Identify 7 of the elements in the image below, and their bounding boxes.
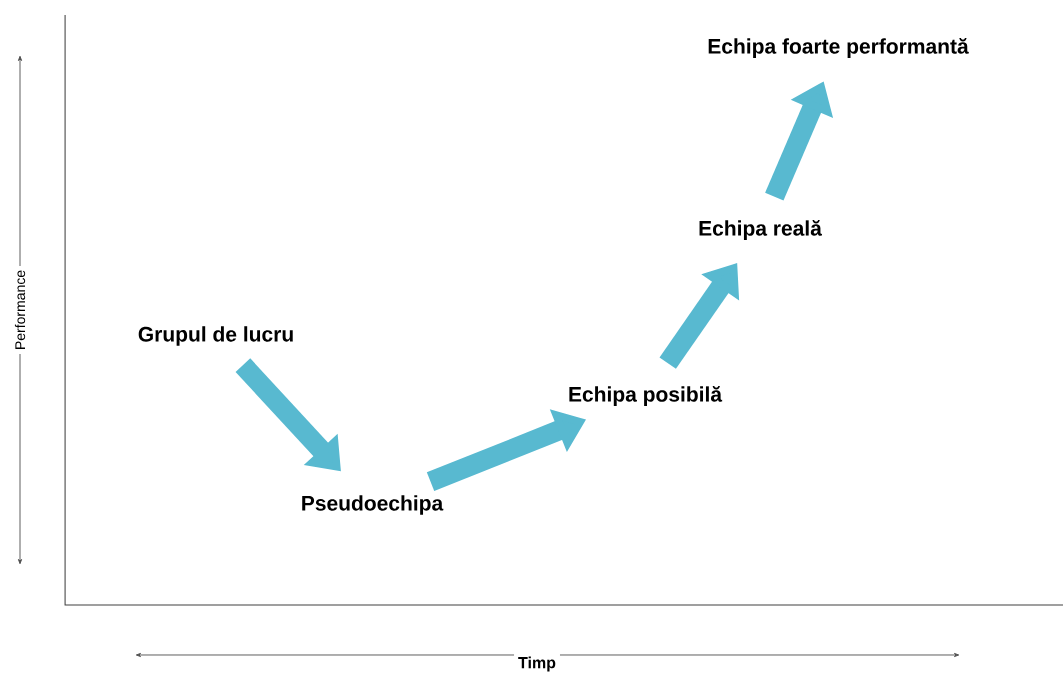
stage-label: Echipa foarte performantă	[708, 38, 969, 58]
stage-label: Pseudoechipa	[302, 495, 444, 515]
stage-label: Echipa reală	[699, 220, 822, 240]
stage-label: Grupul de lucru	[138, 326, 293, 346]
axis-label: Performance	[10, 265, 30, 355]
stage-label: Echipa posibilă	[569, 386, 723, 406]
axis-label: Timp	[514, 652, 560, 676]
